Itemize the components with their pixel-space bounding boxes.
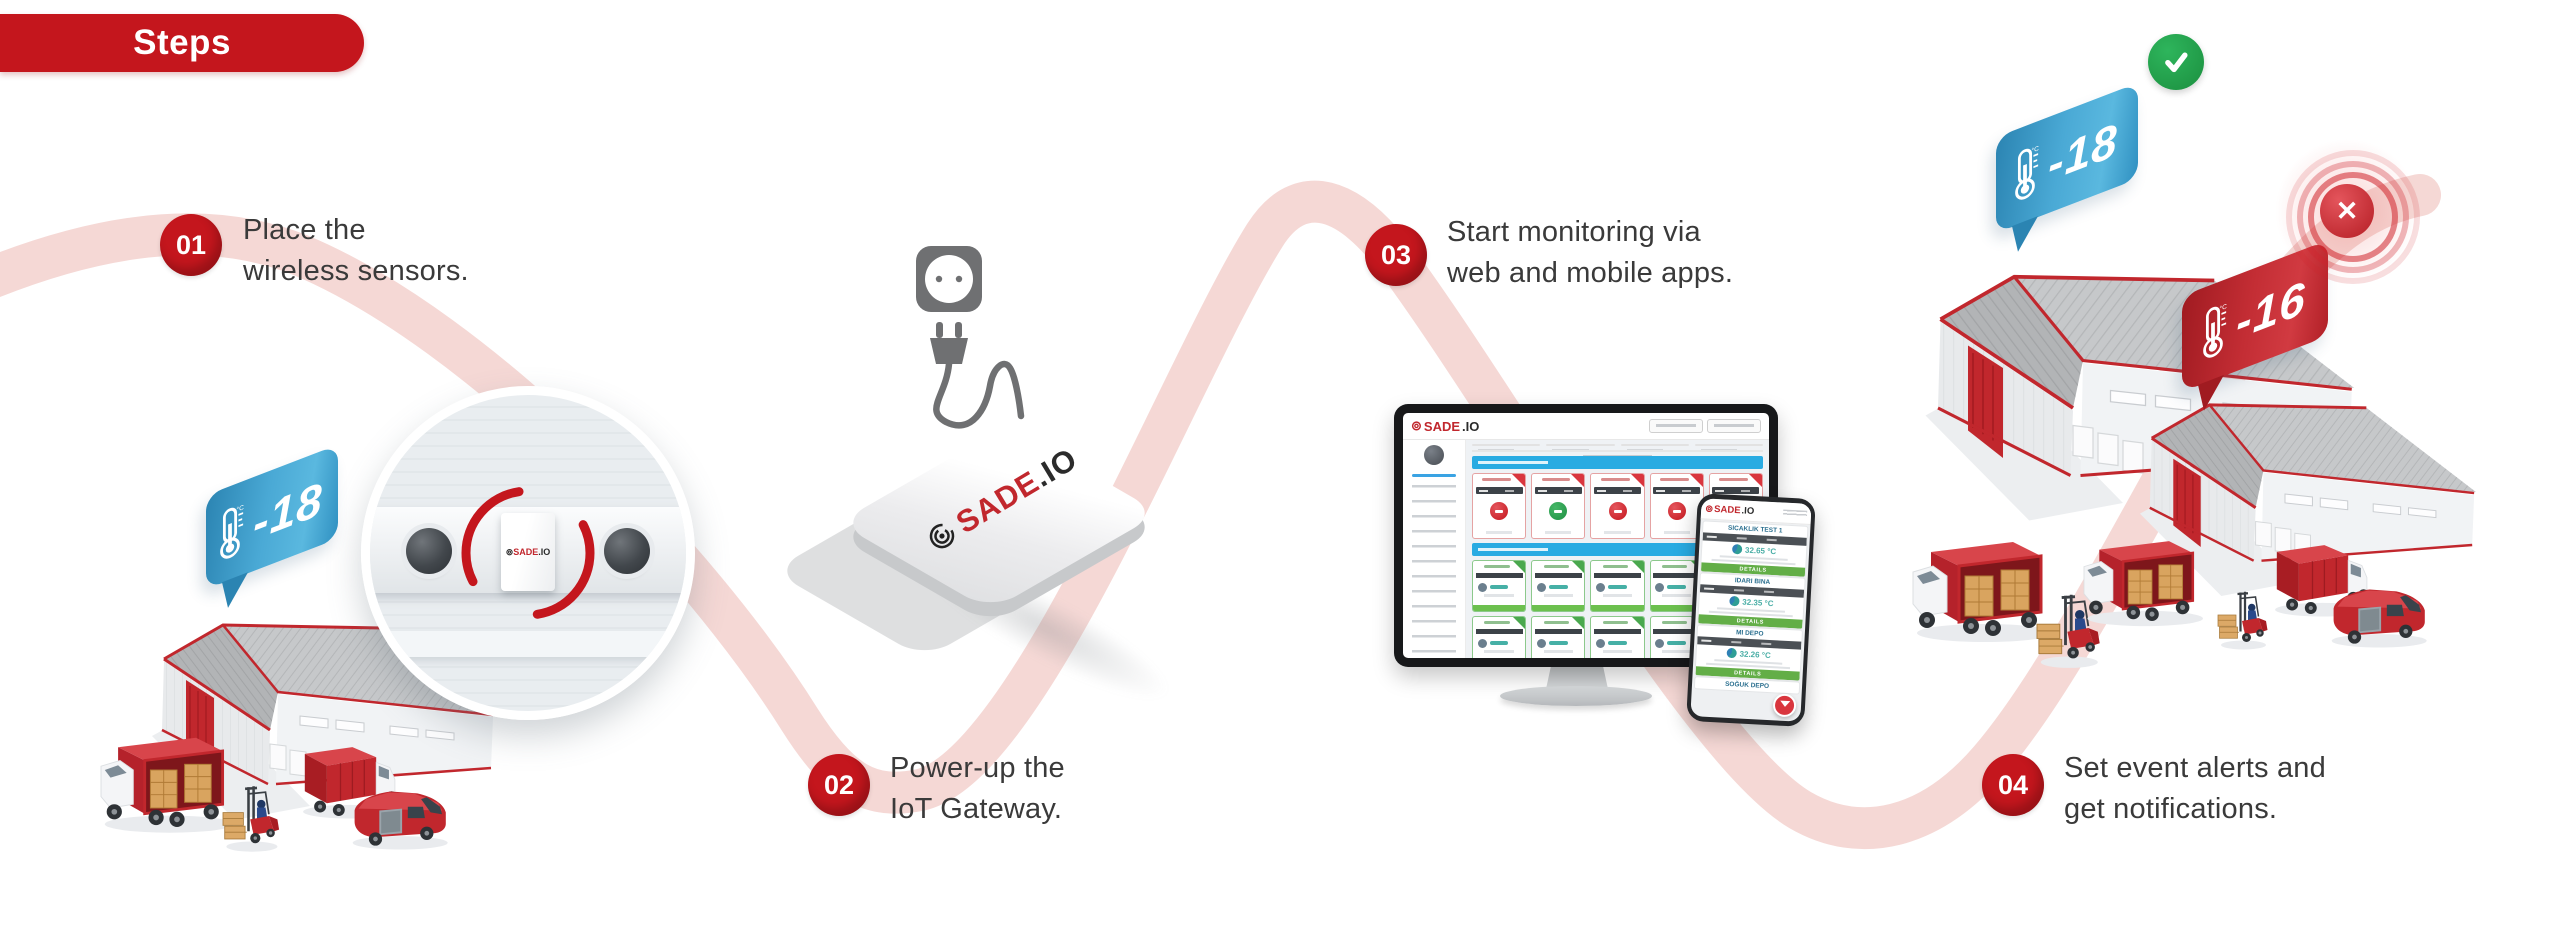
- filter-select: [1472, 444, 1541, 452]
- step-4-text: Set event alerts and get notifications.: [2064, 752, 2326, 825]
- wireless-sensor-device: ⊚SADE.IO: [501, 513, 555, 591]
- filter-select: [1694, 444, 1763, 452]
- status-ok-check-icon: [2148, 34, 2204, 90]
- reading-card: [1531, 560, 1586, 612]
- section-header-bar: [1472, 456, 1763, 469]
- thermometer-icon: [2015, 142, 2041, 203]
- steps-banner-label: Steps: [133, 23, 231, 62]
- step-1-number: 01: [175, 229, 207, 260]
- step-2-number: 02: [823, 769, 855, 800]
- step-3-number: 03: [1380, 239, 1412, 270]
- sidebar-active-item: [1412, 474, 1456, 477]
- dashboard-brand-logo: ⊚SADE.IO: [1411, 418, 1480, 434]
- sensor-card: IDARI BINA 32.35 °C DETAILS: [1698, 573, 1805, 629]
- step-2-text: Power-up the IoT Gateway.: [890, 752, 1065, 825]
- step-4-badge: 04: [1982, 754, 2044, 816]
- avatar: [1424, 445, 1444, 465]
- filter-fab-button: [1772, 693, 1797, 718]
- mobile-app: ⊚SADE.IO SICAKLIK TEST 1 32.65 °C DETAIL…: [1690, 498, 1812, 722]
- cross-icon: ✕: [2320, 184, 2374, 238]
- status-card: [1649, 473, 1704, 539]
- power-plug-icon: [916, 246, 1025, 429]
- step-1-badge: 01: [160, 214, 222, 276]
- reading-card: [1590, 616, 1645, 658]
- gateway-brand-logo: SADE.IO: [916, 438, 1089, 562]
- section-header-bar: [1472, 543, 1763, 556]
- brand-mark-icon: [929, 523, 955, 549]
- sensor-card: SICAKLIK TEST 1 32.65 °C DETAILS: [1700, 521, 1808, 577]
- brand-mark-icon: ⊚: [1704, 502, 1714, 515]
- cooling-fan-icon: [604, 528, 650, 574]
- step-3-text: Start monitoring via web and mobile apps…: [1447, 216, 1734, 289]
- step-4-number: 04: [1997, 769, 2029, 800]
- reading-card: [1472, 616, 1527, 658]
- filter-select: [1620, 444, 1689, 452]
- sensor-icon: [1731, 543, 1743, 555]
- reading-card: [1531, 616, 1586, 658]
- dashboard-header-button: [1649, 419, 1703, 433]
- temperature-reading: -16: [2236, 270, 2306, 350]
- sensor-card: MI DEPO 32.26 °C DETAILS: [1695, 625, 1802, 681]
- temperature-reading: -18: [2048, 112, 2118, 192]
- step-2-badge: 02: [808, 754, 870, 816]
- sensor-icon: [1729, 595, 1740, 607]
- summary-bar: [1472, 450, 1763, 458]
- thermometer-icon: [2203, 300, 2229, 361]
- dashboard-header-button: [1707, 419, 1761, 433]
- focus-arcs-icon: [461, 486, 595, 620]
- sensor-closeup-callout: ⊚SADE.IO: [361, 386, 695, 720]
- app-header-note-skeleton: [1782, 509, 1808, 517]
- status-alert-icon: ✕: [2272, 136, 2422, 286]
- brand-mark-icon: ⊚: [1411, 418, 1422, 433]
- dashboard-sidebar: [1403, 440, 1466, 658]
- cooling-fan-icon: [406, 528, 452, 574]
- sidebar-menu-skeleton: [1412, 485, 1456, 658]
- status-card: [1531, 473, 1586, 539]
- status-card: [1590, 473, 1645, 539]
- mobile-phone: ⊚SADE.IO SICAKLIK TEST 1 32.65 °C DETAIL…: [1686, 493, 1816, 727]
- reading-card: [1472, 560, 1527, 612]
- step-1-text: Place the wireless sensors.: [243, 214, 469, 287]
- app-brand-logo: ⊚SADE.IO: [1704, 502, 1755, 517]
- temperature-reading: -18: [253, 471, 323, 551]
- steps-banner: Steps: [0, 14, 364, 72]
- filter-select: [1546, 444, 1615, 452]
- brand-mark-icon: ⊚: [505, 546, 514, 557]
- thermometer-icon: [220, 501, 246, 562]
- step-3-badge: 03: [1365, 224, 1427, 286]
- monitor-base: [1500, 686, 1652, 706]
- sensor-icon: [1726, 647, 1737, 659]
- status-card: [1472, 473, 1527, 539]
- reading-card: [1590, 560, 1645, 612]
